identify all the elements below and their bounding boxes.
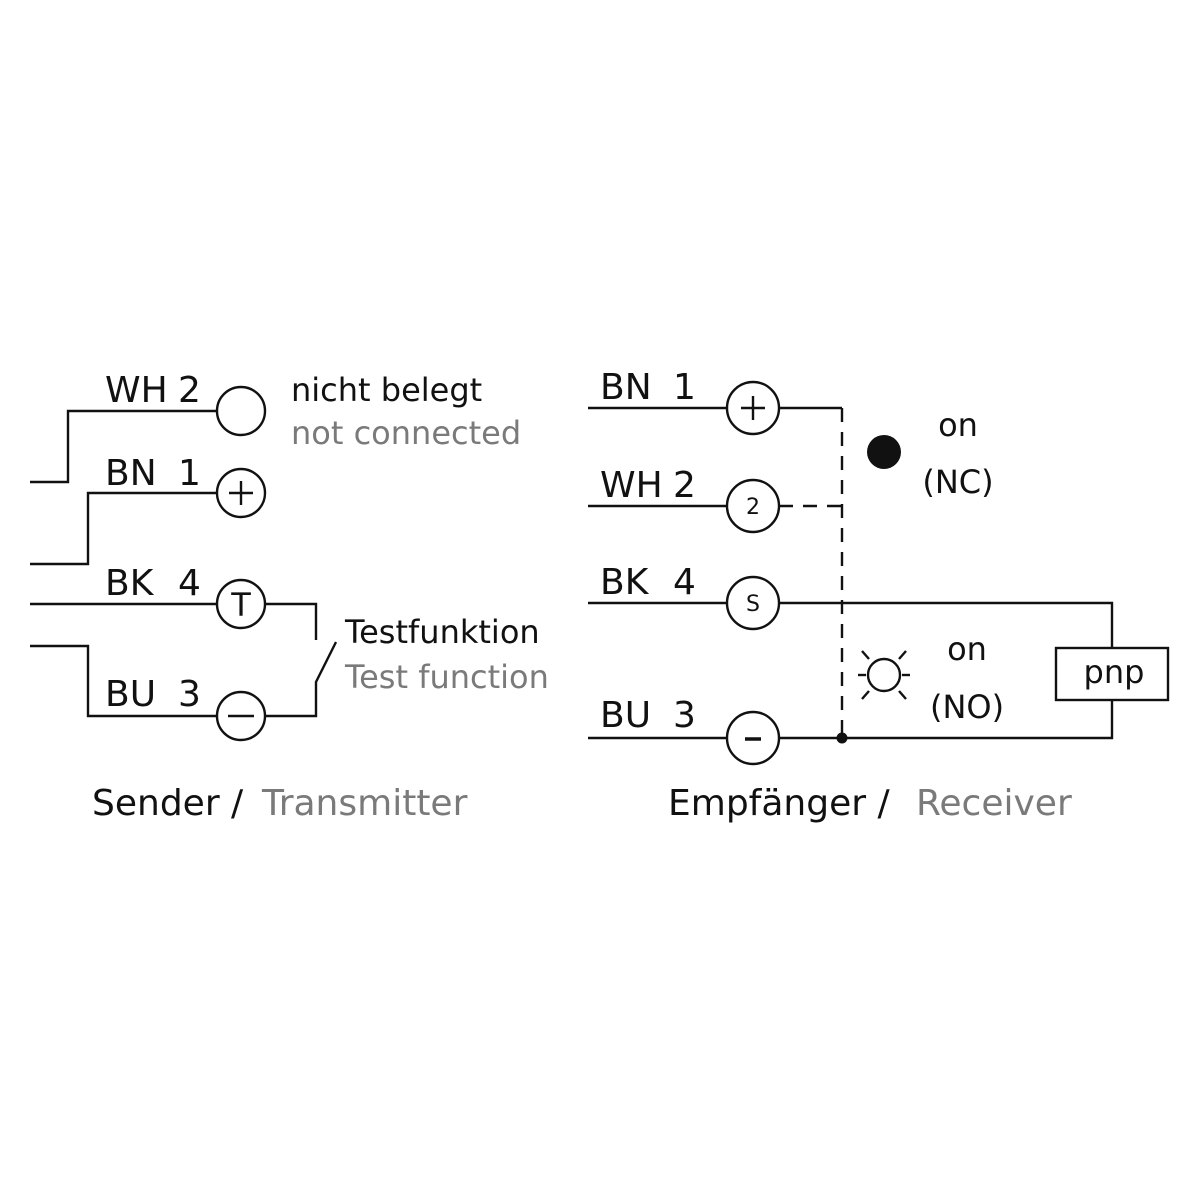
no-led-icon: [858, 650, 910, 700]
test-function-label-en: Test function: [344, 658, 549, 696]
test-t-icon: T: [230, 586, 251, 624]
receiver-section: BN 1 2 WH 2 S BK 4 BU 3 on (NC): [588, 367, 1170, 824]
transmitter-label-bu: BU: [105, 674, 156, 715]
receiver-label-wh-pin: 2: [673, 465, 696, 506]
transmitter-caption-en: Transmitter: [261, 783, 468, 824]
receiver-label-bu-pin: 3: [673, 695, 696, 736]
test-switch-lower: [264, 641, 338, 718]
receiver-caption-de: Empfänger /: [668, 783, 890, 824]
transmitter-section: WH 2 BN 1 T BK 4 BU 3 nicht belegt not c…: [30, 370, 549, 824]
transmitter-wire-wh2: [30, 409, 218, 484]
receiver-wire-bu3-out: [779, 700, 1114, 740]
receiver-label-bn-pin: 1: [673, 367, 696, 408]
transmitter-label-bk-pin: 4: [178, 563, 201, 604]
nc-led-on-icon: [867, 435, 901, 469]
transmitter-label-bk: BK: [105, 563, 155, 604]
transmitter-label-bn-pin: 1: [178, 453, 201, 494]
transmitter-label-wh-pin: 2: [178, 370, 201, 411]
receiver-label-bk-pin: 4: [673, 562, 696, 603]
receiver-label-bn: BN: [600, 367, 652, 408]
nc-state-label: on: [938, 406, 978, 444]
no-state-label: on: [947, 630, 987, 668]
transmitter-label-bu-pin: 3: [178, 674, 201, 715]
receiver-caption-en: Receiver: [916, 783, 1072, 824]
test-switch-upper: [264, 602, 318, 640]
signal-s-icon: S: [746, 592, 760, 617]
test-function-label-de: Testfunktion: [344, 613, 540, 651]
transmitter-wire-bu3: [30, 644, 218, 718]
transmitter-wire-bn1: [30, 491, 218, 566]
transmitter-label-wh: WH: [105, 370, 168, 411]
not-connected-label-en: not connected: [291, 414, 521, 452]
plus-icon: [229, 481, 253, 505]
transmitter-pin-wh2-empty: [215, 385, 267, 437]
transmitter-label-bn: BN: [105, 453, 157, 494]
receiver-label-wh: WH: [600, 465, 663, 506]
plus-icon: [741, 396, 765, 420]
nc-label: (NC): [922, 463, 993, 501]
transmitter-caption-de: Sender /: [92, 783, 244, 824]
not-connected-label-de: nicht belegt: [291, 371, 482, 409]
receiver-label-bk: BK: [600, 562, 650, 603]
receiver-label-bu: BU: [600, 695, 651, 736]
junction-dot: [836, 732, 848, 744]
receiver-wire-bk4-out: [779, 601, 1114, 648]
no-label: (NO): [930, 688, 1004, 726]
pnp-label: pnp: [1084, 653, 1145, 691]
pnp-output-box: [1054, 646, 1170, 702]
pin-2-icon: 2: [746, 495, 760, 520]
